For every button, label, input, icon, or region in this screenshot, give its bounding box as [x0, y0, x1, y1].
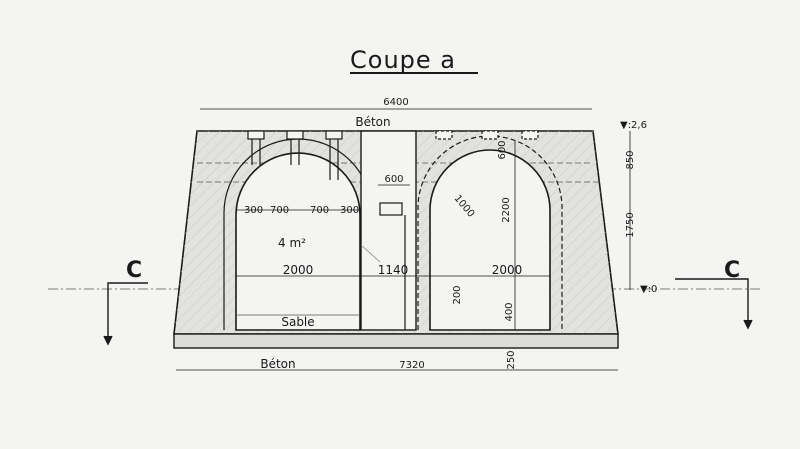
dim-200: 200: [452, 285, 463, 304]
level-top: ▼:2,6: [620, 120, 647, 131]
shaft-hatch: [379, 202, 403, 216]
dim-span-mid: 1140: [378, 263, 409, 277]
dim-span-left: 2000: [283, 263, 314, 277]
section-label-right: C: [724, 258, 740, 283]
dim-overall-bottom: 7320: [399, 360, 424, 371]
dim-700b: 700: [310, 205, 329, 216]
dim-300b: 300: [340, 205, 359, 216]
dim-600-center: 600: [384, 174, 403, 185]
room-area-label: 4 m²: [278, 236, 306, 250]
label-sable: Sable: [281, 315, 314, 329]
dim-250: 250: [506, 350, 517, 369]
section-label-left: C: [126, 258, 142, 283]
dim-span-right: 2000: [492, 263, 523, 277]
dim-600-vertical: 600: [497, 140, 508, 159]
section-marker-left: [103, 282, 148, 346]
dim-300a: 300: [244, 205, 263, 216]
shaft-detail: [360, 244, 381, 263]
label-beton-bottom: Béton: [260, 357, 295, 371]
label-beton-top: Béton: [355, 115, 390, 129]
left-chamber: [235, 152, 361, 331]
dim-1750: 1750: [625, 212, 636, 237]
central-shaft: [360, 130, 417, 331]
dim-2200: 2200: [501, 197, 512, 222]
section-marker-right: [675, 278, 753, 330]
dim-overall-top: 6400: [383, 97, 408, 108]
roof-vents: [247, 130, 539, 180]
level-zero: ▼:0: [640, 284, 657, 295]
dim-400: 400: [504, 302, 515, 321]
dim-700a: 700: [270, 205, 289, 216]
right-chamber: [429, 149, 551, 331]
dim-850: 850: [625, 150, 636, 169]
drawing-title: Coupe a: [350, 46, 456, 74]
floor-slab: [173, 333, 619, 349]
